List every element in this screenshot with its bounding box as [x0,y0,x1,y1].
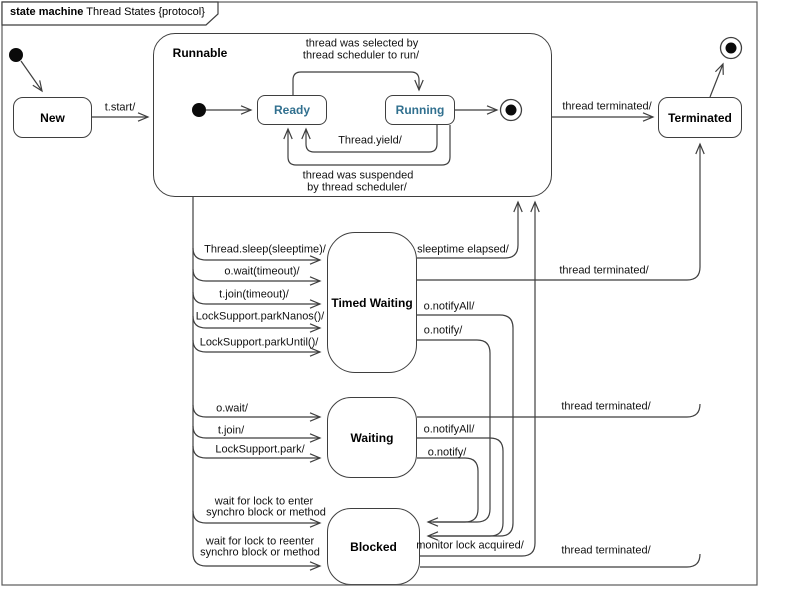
state-blocked[interactable]: Blocked [327,508,420,585]
state-runnable-label: Runnable [172,46,228,60]
edge-waiting-terminated [417,403,701,418]
label-w-notify: o.notify/ [427,446,467,459]
edge-join [192,425,322,443]
state-terminated[interactable]: Terminated [658,97,742,138]
state-ready[interactable]: Ready [257,95,327,125]
state-running[interactable]: Running [385,95,455,125]
edge-w-notify-to-blocked [417,457,479,523]
state-timed-waiting-label: Timed Waiting [331,295,413,310]
label-park-until: LockSupport.parkUntil()/ [199,336,319,349]
frame-title: state machine Thread States {protocol} [10,6,205,18]
state-ready-label: Ready [273,103,311,117]
state-new-label: New [40,110,65,125]
label-tw-notify: o.notify/ [423,324,463,337]
label-join-timeout: t.join(timeout)/ [219,288,289,301]
state-waiting-label: Waiting [350,430,394,445]
edge-initial-to-new [20,60,43,93]
label-terminated-tw: thread terminated/ [559,264,649,277]
label-suspended-1: thread was suspended [302,169,414,182]
label-park-nanos: LockSupport.parkNanos()/ [195,310,325,323]
frame-title-name: Thread States {protocol} [83,6,205,18]
label-park: LockSupport.park/ [215,443,305,456]
label-sleeptime-elapsed: sleeptime elapsed/ [417,243,509,256]
label-selected-1: thread was selected by [305,37,419,50]
label-suspended-2: by thread scheduler/ [307,181,407,194]
label-w-notifyall: o.notifyAll/ [423,423,475,436]
state-blocked-label: Blocked [350,539,397,554]
label-wait: o.wait/ [216,402,248,415]
label-monitor-lock: monitor lock acquired/ [416,539,524,552]
edge-terminated-to-final [709,62,724,98]
state-timed-waiting[interactable]: Timed Waiting [327,232,417,373]
label-tw-notifyall: o.notifyAll/ [423,300,475,313]
state-running-label: Running [395,103,445,117]
label-join: t.join/ [217,424,245,437]
final-state[interactable] [719,36,743,60]
label-terminated-w: thread terminated/ [561,400,651,413]
label-wait-timeout: o.wait(timeout)/ [224,265,300,278]
label-yield: Thread.yield/ [338,134,402,147]
label-enter-2: synchro block or method [206,506,326,519]
label-terminated-b: thread terminated/ [561,544,651,557]
label-selected-2: thread scheduler to run/ [302,49,420,62]
label-reenter-2: synchro block or method [200,546,320,559]
label-sleep: Thread.sleep(sleeptime)/ [204,243,326,256]
state-terminated-label: Terminated [668,110,732,125]
label-terminated-runnable: thread terminated/ [562,100,652,113]
frame-title-keyword: state machine [10,6,84,18]
edge-wait [192,404,322,422]
label-t-start: t.start/ [104,101,136,114]
edge-blocked-terminated [420,553,701,568]
state-new[interactable]: New [13,97,92,138]
state-waiting[interactable]: Waiting [327,397,417,478]
initial-state[interactable] [9,48,23,62]
